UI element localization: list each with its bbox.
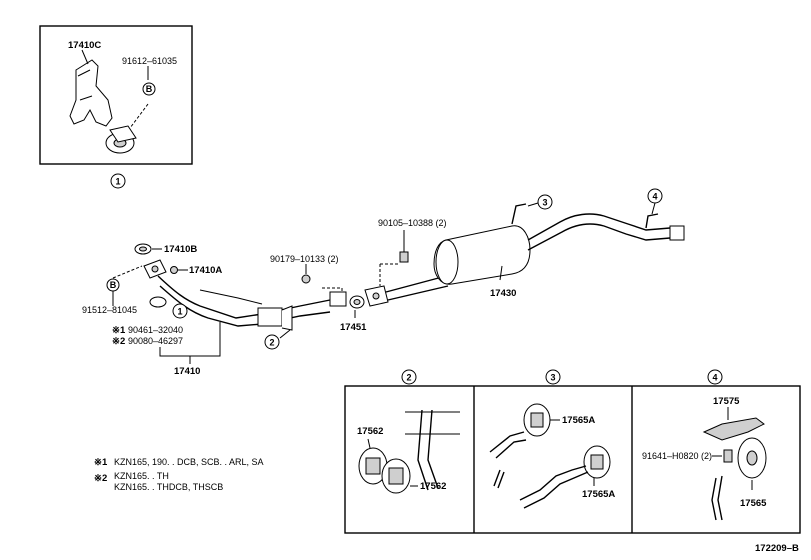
note-1-mark: ※1	[112, 325, 126, 336]
tail-pipe-upper	[527, 213, 671, 241]
label-17575: 17575	[713, 396, 740, 407]
footnote-2-line1: KZN165. . TH	[114, 471, 169, 481]
label-90105-10388: 90105–10388 (2)	[378, 218, 447, 228]
footnote-1-text: KZN165, 190. . DCB, SCB. . ARL, SA	[114, 457, 264, 467]
inset-1-frame	[39, 25, 193, 165]
label-17410b: 17410B	[164, 244, 197, 255]
label-17565: 17565	[740, 498, 767, 509]
bracket-17575	[702, 417, 765, 441]
muffler-flange-hole	[372, 292, 380, 300]
inlet-pipe-bottom	[387, 285, 449, 301]
leader-circle-4	[651, 202, 656, 215]
marker-b-main-text: B	[110, 280, 117, 290]
diagram-id: 172209–B	[755, 543, 799, 554]
main-circle-2-text: 2	[269, 338, 274, 348]
rear-flange-front	[329, 291, 347, 307]
detail-4-hanger	[711, 475, 723, 521]
footnote-2-line2: KZN165. . THDCB, THSCB	[114, 482, 223, 492]
label-17430: 17430	[490, 288, 516, 299]
inset-1-caption: 1	[115, 177, 120, 187]
label-17410c: 17410C	[68, 40, 101, 51]
leader-17562-a	[367, 438, 371, 449]
insulator-17565-hole	[746, 450, 758, 466]
pipe-hanger	[281, 305, 293, 331]
detail-4-number-circle	[707, 369, 723, 385]
inset-1: 17410C 91612–61035 B 1	[39, 25, 193, 189]
leader-circle-2	[279, 329, 291, 339]
detail-2-hanger	[417, 409, 439, 491]
front-pipe-upper	[157, 275, 331, 319]
tail-pipe-lower	[527, 223, 671, 251]
label-17451: 17451	[340, 322, 367, 333]
insulator-17565a-top-core	[530, 412, 544, 428]
main-circle-4-text: 4	[652, 192, 657, 202]
insulator-17562-a-core	[365, 457, 381, 475]
detail-3-number-circle	[545, 369, 561, 385]
label-91612-61035: 91612–61035	[122, 56, 177, 66]
muffler-hanger	[511, 203, 527, 225]
main-circle-3-text: 3	[542, 198, 547, 208]
label-17562-a: 17562	[357, 426, 383, 437]
note-2-part: 90080–46297	[128, 336, 183, 346]
detail-3-hanger-c	[519, 465, 589, 509]
exhaust-bracket	[69, 59, 113, 127]
insulator-17562-b-core	[388, 467, 404, 485]
footnotes: ※1 KZN165, 190. . DCB, SCB. . ARL, SA ※2…	[94, 457, 264, 492]
label-17410: 17410	[174, 366, 200, 377]
marker-b-inset	[142, 82, 156, 96]
label-90179-10133: 90179–10133 (2)	[270, 254, 339, 264]
gasket-circle-1	[149, 296, 167, 308]
nut-17410a	[170, 266, 178, 274]
leader-91612	[129, 103, 149, 129]
tail-pipe-tip	[669, 225, 685, 241]
main-circle-1	[172, 303, 188, 319]
label-91512-81045: 91512–81045	[82, 305, 137, 315]
front-pipe-lower	[159, 285, 331, 327]
label-17562-b: 17562	[420, 481, 446, 492]
muffler-front-cap	[435, 239, 459, 285]
note-1-part: 90461–32040	[128, 325, 183, 335]
inlet-pipe-top	[385, 275, 447, 293]
leader-17410c	[81, 49, 89, 65]
detail-2-number: 2	[406, 373, 411, 383]
bolt-90179	[301, 274, 311, 284]
main-assembly: 17410B 17410A B 91512–81045 1 ※1 90461–3…	[82, 188, 685, 377]
clamp-tab	[109, 125, 137, 143]
main-circle-3	[537, 194, 553, 210]
label-17565a-top: 17565A	[562, 415, 595, 426]
gasket-17410b-hole	[139, 246, 147, 252]
leader-circle-3	[527, 202, 539, 207]
detail-panel: 2 17562 17562 3 17565A 17565A 4 17575 91…	[344, 369, 801, 534]
bracket-detail	[77, 69, 93, 101]
muffler-body	[433, 225, 531, 285]
pipe-joint	[257, 307, 283, 327]
detail-frame	[344, 385, 801, 534]
gasket-17451-hole	[353, 299, 361, 305]
front-flange-hole	[151, 265, 159, 273]
bolt-91641	[723, 449, 733, 463]
detail-2-number-circle	[401, 369, 417, 385]
marker-b-inset-text: B	[146, 84, 153, 94]
label-91641-h0820: 91641–H0820 (2)	[642, 451, 712, 461]
main-circle-1-text: 1	[177, 307, 182, 317]
detail-4-number: 4	[712, 373, 717, 383]
footnote-2-mark: ※2	[94, 473, 107, 484]
main-circle-2	[264, 334, 280, 350]
detail-3-hanger-b	[493, 469, 505, 489]
label-17565a-bottom: 17565A	[582, 489, 615, 500]
leader-17430	[499, 265, 503, 281]
leader-b-main	[112, 265, 143, 279]
inset-1-caption-circle	[110, 173, 126, 189]
detail-2-pipe	[405, 411, 460, 435]
tail-hanger	[645, 213, 659, 229]
label-17410a: 17410A	[189, 265, 222, 276]
bolt-90105	[399, 251, 409, 263]
footnote-1-mark: ※1	[94, 457, 108, 468]
detail-3-number: 3	[550, 373, 555, 383]
front-pipe-branch	[199, 289, 263, 305]
detail-3-hanger-a	[489, 431, 527, 459]
insulator-17565a-bottom-core	[590, 454, 604, 470]
note-2-mark: ※2	[112, 336, 125, 347]
